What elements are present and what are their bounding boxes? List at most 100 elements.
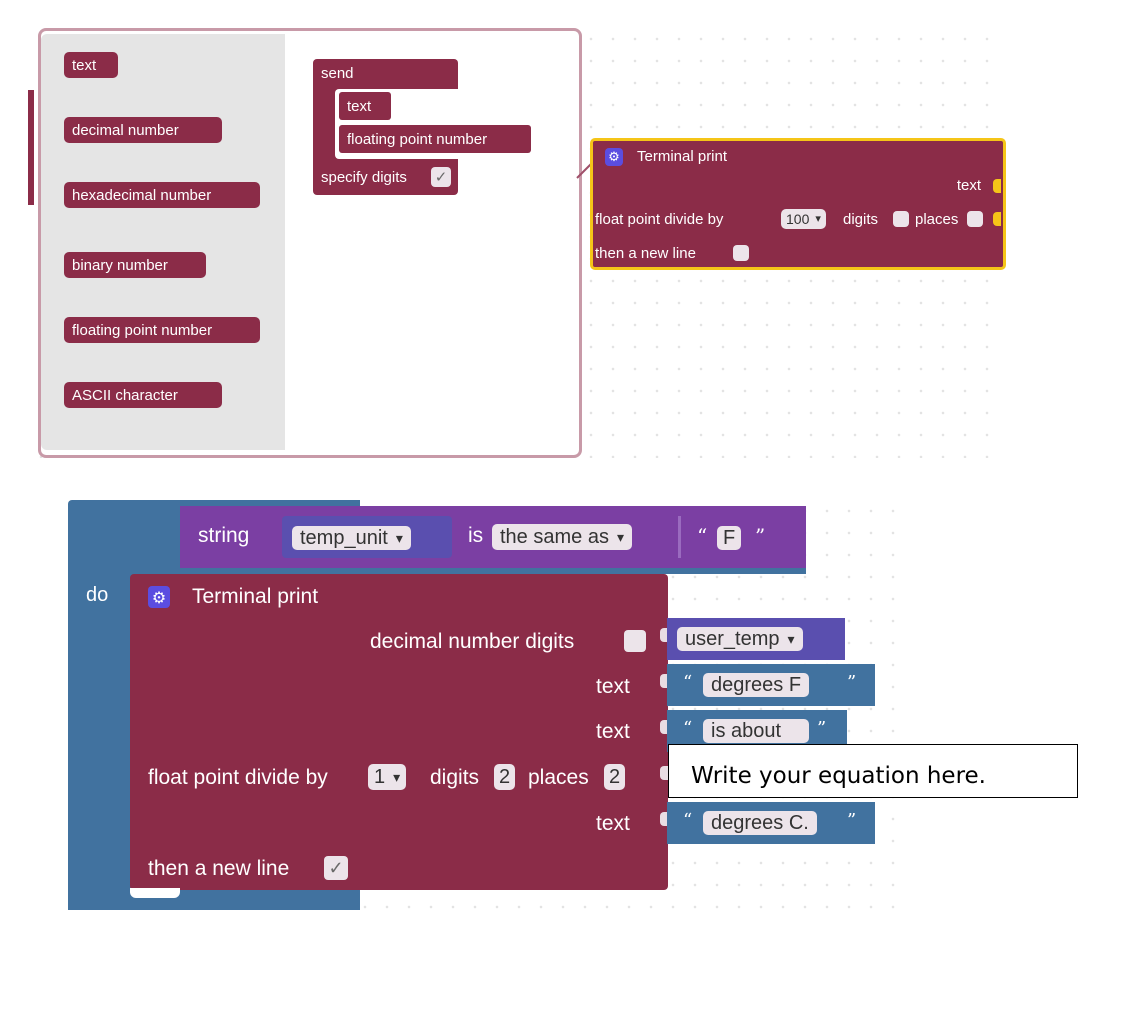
do-label: do: [86, 584, 109, 606]
gear-icon[interactable]: ⚙: [148, 586, 170, 608]
toolbox-category-panel: [41, 34, 285, 450]
divide-by-dropdown[interactable]: 1 ▾: [368, 764, 407, 790]
float-point-label: float point divide by: [595, 211, 724, 228]
digits-value: 2: [499, 766, 511, 788]
chevron-down-icon: ▾: [395, 530, 403, 546]
text-label-3: text: [596, 720, 630, 743]
compare-value: F: [723, 527, 736, 549]
places-value: 2: [609, 766, 621, 788]
digits-checkbox[interactable]: [893, 211, 909, 227]
toolbox-block-hexadecimal-number[interactable]: hexadecimal number: [64, 182, 260, 208]
text-input-socket[interactable]: [993, 179, 1001, 193]
decimal-digits-checkbox[interactable]: [624, 630, 646, 652]
float-point-label: float point divide by: [148, 766, 328, 789]
text-literal-degrees-f[interactable]: “ degrees F ”: [667, 664, 875, 706]
block-label: text: [72, 57, 97, 74]
close-quote-icon: ”: [817, 718, 827, 739]
specify-digits-checkbox[interactable]: ✓: [431, 167, 451, 187]
places-field[interactable]: 2: [604, 764, 626, 790]
send-block[interactable]: send text floating point number specify …: [313, 59, 531, 195]
text-label-2: text: [596, 675, 630, 698]
close-quote-icon: ”: [755, 524, 766, 548]
comparison-value: the same as: [500, 526, 609, 548]
divide-by-dropdown[interactable]: 100 ▾: [781, 209, 826, 229]
user-temp-variable-block[interactable]: user_temp ▾: [667, 618, 845, 660]
digits-label: digits: [430, 766, 480, 789]
item-label: text: [347, 98, 372, 115]
block-label: hexadecimal number: [72, 187, 212, 204]
open-quote-icon: “: [683, 718, 693, 739]
places-label: places: [915, 211, 959, 228]
divide-by-value: 1: [374, 766, 386, 788]
comparison-dropdown[interactable]: the same as ▾: [492, 524, 632, 550]
new-line-checkbox[interactable]: ✓: [324, 856, 348, 880]
equation-text-box[interactable]: Write your equation here.: [668, 744, 1078, 798]
is-label: is: [468, 524, 484, 547]
new-line-label: then a new line: [595, 245, 696, 262]
close-quote-icon: ”: [847, 672, 857, 693]
input-socket: [660, 766, 668, 780]
item-label: floating point number: [347, 131, 488, 148]
decimal-digits-label: decimal number digits: [370, 630, 575, 653]
string-compare-block[interactable]: string temp_unit ▾ is the same as ▾ “ F …: [180, 506, 806, 568]
text-literal-block[interactable]: “ F ”: [678, 516, 790, 558]
input-socket: [660, 674, 668, 688]
chevron-down-icon: ▾: [616, 529, 624, 545]
open-quote-icon: “: [683, 810, 693, 831]
divide-by-value: 100: [786, 211, 810, 227]
string-label: string: [198, 524, 250, 547]
block-label: binary number: [72, 257, 168, 274]
chevron-down-icon: ▾: [815, 212, 821, 225]
new-line-label: then a new line: [148, 857, 290, 880]
send-label: send: [321, 65, 354, 82]
block-bottom-notch: [130, 888, 180, 898]
places-checkbox[interactable]: [967, 211, 983, 227]
chevron-down-icon: ▾: [787, 631, 795, 647]
text-value: degrees F: [711, 674, 802, 696]
send-floating-point-item[interactable]: floating point number: [339, 125, 531, 153]
digits-label: digits: [843, 211, 879, 228]
toolbox-block-floating-point-number[interactable]: floating point number: [64, 317, 260, 343]
block-label: floating point number: [72, 322, 213, 339]
chevron-down-icon: ▾: [393, 769, 401, 785]
variable-block[interactable]: temp_unit ▾: [282, 516, 452, 558]
variable-name: temp_unit: [300, 527, 388, 549]
toolbox-block-ascii-character[interactable]: ASCII character: [64, 382, 222, 408]
gear-icon[interactable]: ⚙: [605, 148, 623, 166]
block-label: ASCII character: [72, 387, 178, 404]
close-quote-icon: ”: [847, 810, 857, 831]
text-input-label: text: [956, 177, 981, 194]
send-text-item[interactable]: text: [339, 92, 391, 120]
equation-placeholder: Write your equation here.: [691, 763, 986, 789]
text-label-5: text: [596, 812, 630, 835]
left-edge-strip: [28, 90, 34, 205]
terminal-print-block-main[interactable]: ⚙ Terminal print decimal number digits t…: [130, 574, 668, 890]
input-socket: [660, 720, 668, 734]
open-quote-icon: “: [697, 524, 708, 548]
digits-field[interactable]: 2: [494, 764, 516, 790]
open-quote-icon: “: [683, 672, 693, 693]
new-line-checkbox[interactable]: [733, 245, 749, 261]
toolbox-block-text[interactable]: text: [64, 52, 118, 78]
text-field[interactable]: degrees F: [703, 673, 810, 697]
block-title: Terminal print: [637, 148, 728, 165]
places-label: places: [528, 766, 589, 789]
toolbox-block-decimal-number[interactable]: decimal number: [64, 117, 222, 143]
variable-dropdown[interactable]: user_temp ▾: [677, 627, 803, 651]
variable-name: user_temp: [685, 628, 780, 650]
block-title: Terminal print: [192, 585, 319, 608]
input-socket: [660, 628, 668, 642]
terminal-print-block-top[interactable]: ⚙ Terminal print text float point divide…: [590, 138, 1006, 270]
compare-value-field[interactable]: F: [717, 526, 742, 550]
text-value: is about: [711, 720, 782, 742]
input-socket: [660, 812, 668, 826]
text-value: degrees C.: [711, 812, 809, 834]
variable-dropdown[interactable]: temp_unit ▾: [292, 526, 411, 550]
toolbox-block-binary-number[interactable]: binary number: [64, 252, 206, 278]
text-field[interactable]: degrees C.: [703, 811, 817, 835]
block-label: decimal number: [72, 122, 179, 139]
places-input-socket[interactable]: [993, 212, 1001, 226]
text-field[interactable]: is about: [703, 719, 809, 743]
specify-digits-label: specify digits: [321, 169, 407, 186]
text-literal-degrees-c[interactable]: “ degrees C. ”: [667, 802, 875, 844]
